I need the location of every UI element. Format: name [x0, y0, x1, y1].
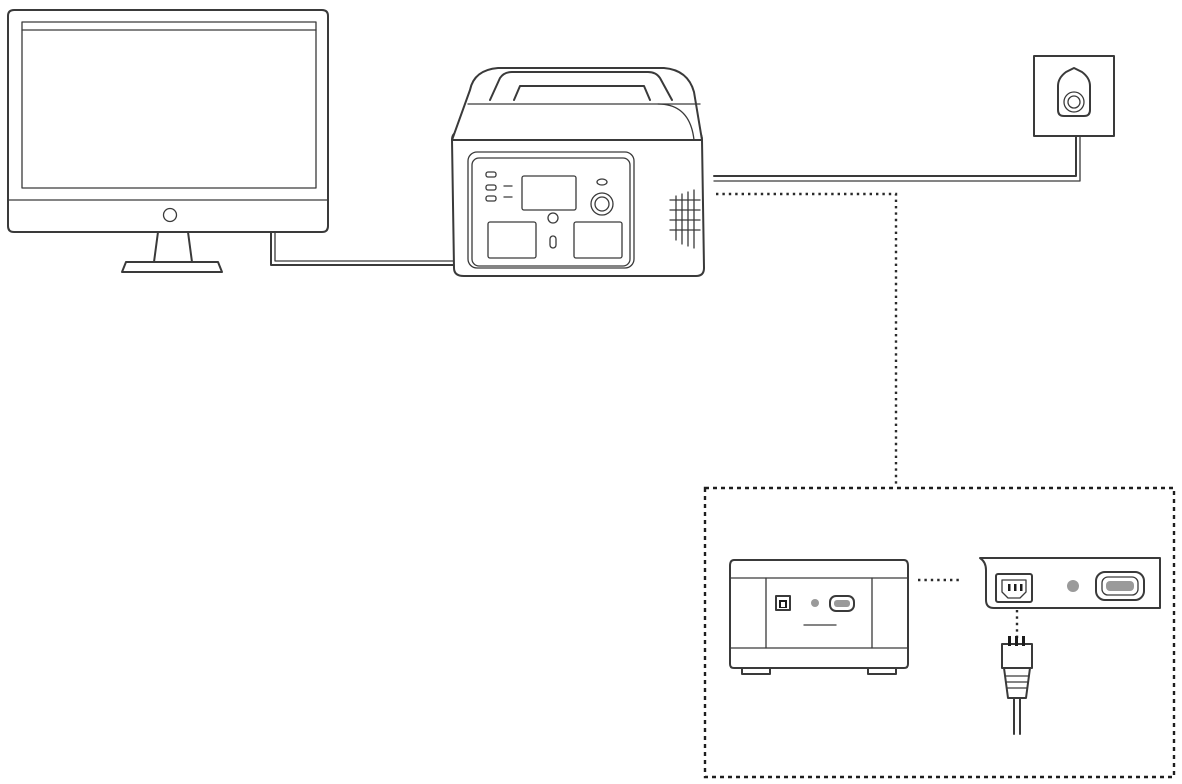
wall-outlet-icon [1033, 55, 1115, 137]
cable-station-to-outlet [713, 111, 1081, 182]
dotted-lead-to-inset [716, 192, 898, 486]
monitor-icon [7, 9, 329, 273]
ac-plug-icon [1001, 636, 1033, 735]
power-station-rear-icon [729, 559, 909, 675]
power-station-icon [451, 67, 705, 277]
ac-input-port-icon [979, 557, 1161, 609]
inset-frame [703, 486, 1176, 779]
